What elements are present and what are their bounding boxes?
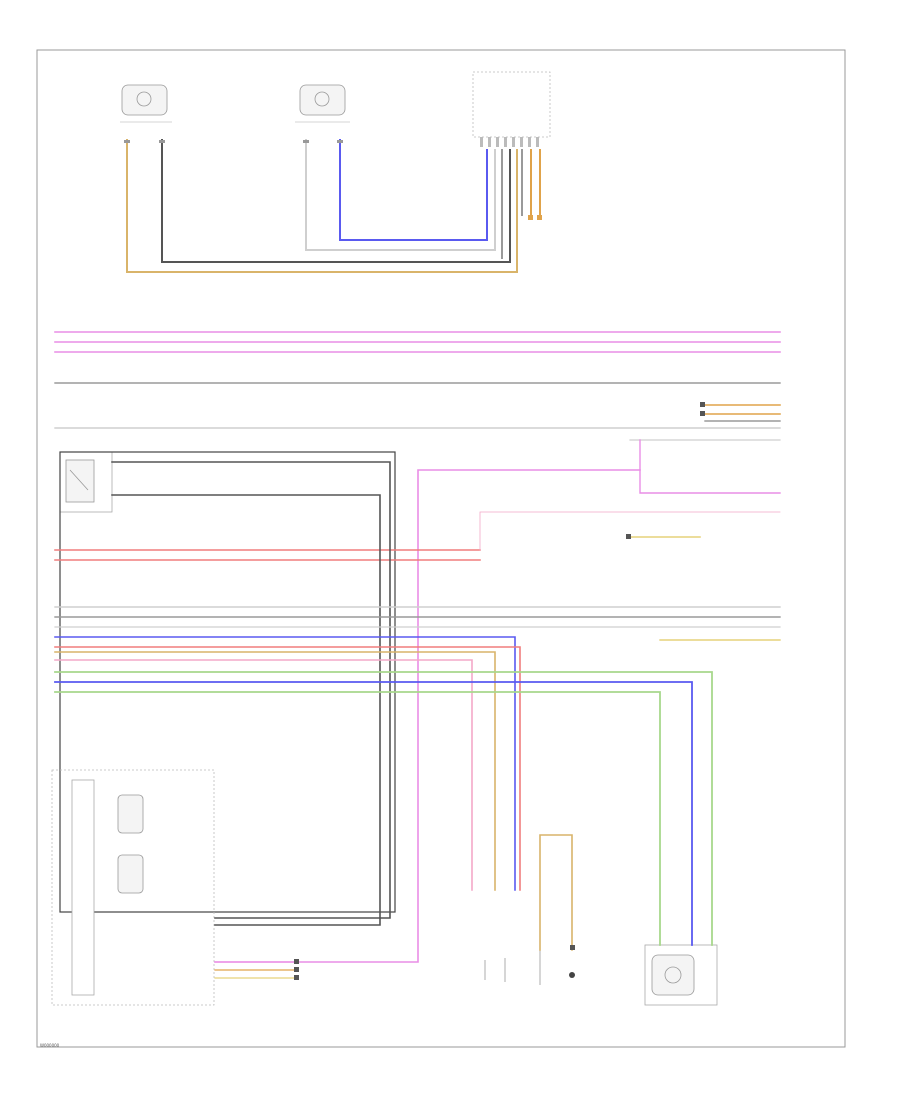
tick-module-7 (536, 137, 539, 147)
tick-right-1 (700, 402, 705, 407)
wire-lower-blue-2 (54, 681, 693, 946)
wire-top-blue (339, 139, 488, 241)
wire-dark-2 (111, 494, 381, 926)
tick-bl-3 (294, 975, 299, 980)
tick-module-5 (520, 137, 523, 147)
tick-top-4 (337, 140, 343, 143)
wire-lower-blue (54, 636, 516, 891)
wires (54, 139, 781, 979)
wire-lower-green-2 (54, 691, 661, 946)
wire-top-tan (126, 139, 518, 273)
tick-right-2 (700, 411, 705, 416)
wire-top-lightgrey (305, 139, 496, 251)
top-sensor-middle (295, 84, 350, 123)
tick-top-2 (159, 140, 165, 143)
diagram-frame (36, 49, 846, 1048)
tick-bl-1 (294, 959, 299, 964)
tick-module-0 (480, 137, 483, 147)
tick-module-1 (488, 137, 491, 147)
tick-top-1 (124, 140, 130, 143)
wire-top-dark (161, 139, 511, 263)
top-control-module (472, 71, 551, 138)
tick-module-6 (528, 137, 531, 147)
tick-bl-2 (294, 967, 299, 972)
wire-magenta-drop (639, 439, 781, 494)
tick-orange-end-1 (528, 215, 533, 220)
tick-yellow-end (626, 534, 631, 539)
tick-orange-end-2 (537, 215, 542, 220)
wire-lower-red (54, 646, 521, 891)
wire-lower-green-1 (54, 671, 713, 946)
wire-lower-pink (54, 659, 473, 891)
bottom-middle-switch (484, 950, 575, 985)
page-code: W000000 (40, 1043, 60, 1048)
top-sensor-left (120, 84, 172, 123)
tick-bm-1 (570, 945, 575, 950)
wire-magenta-long (214, 469, 641, 963)
tick-module-4 (512, 137, 515, 147)
tick-top-3 (303, 140, 309, 143)
tick-module-2 (496, 137, 499, 147)
connector-ticks (124, 137, 705, 980)
wire-bm-tan (539, 834, 573, 951)
transmission-module-box (51, 769, 215, 1006)
bottom-right-sensor (644, 944, 718, 1006)
wire-red-rise (479, 511, 781, 551)
wire-dark-1 (111, 461, 391, 919)
tick-module-3 (504, 137, 507, 147)
wire-lower-tan (54, 651, 496, 891)
